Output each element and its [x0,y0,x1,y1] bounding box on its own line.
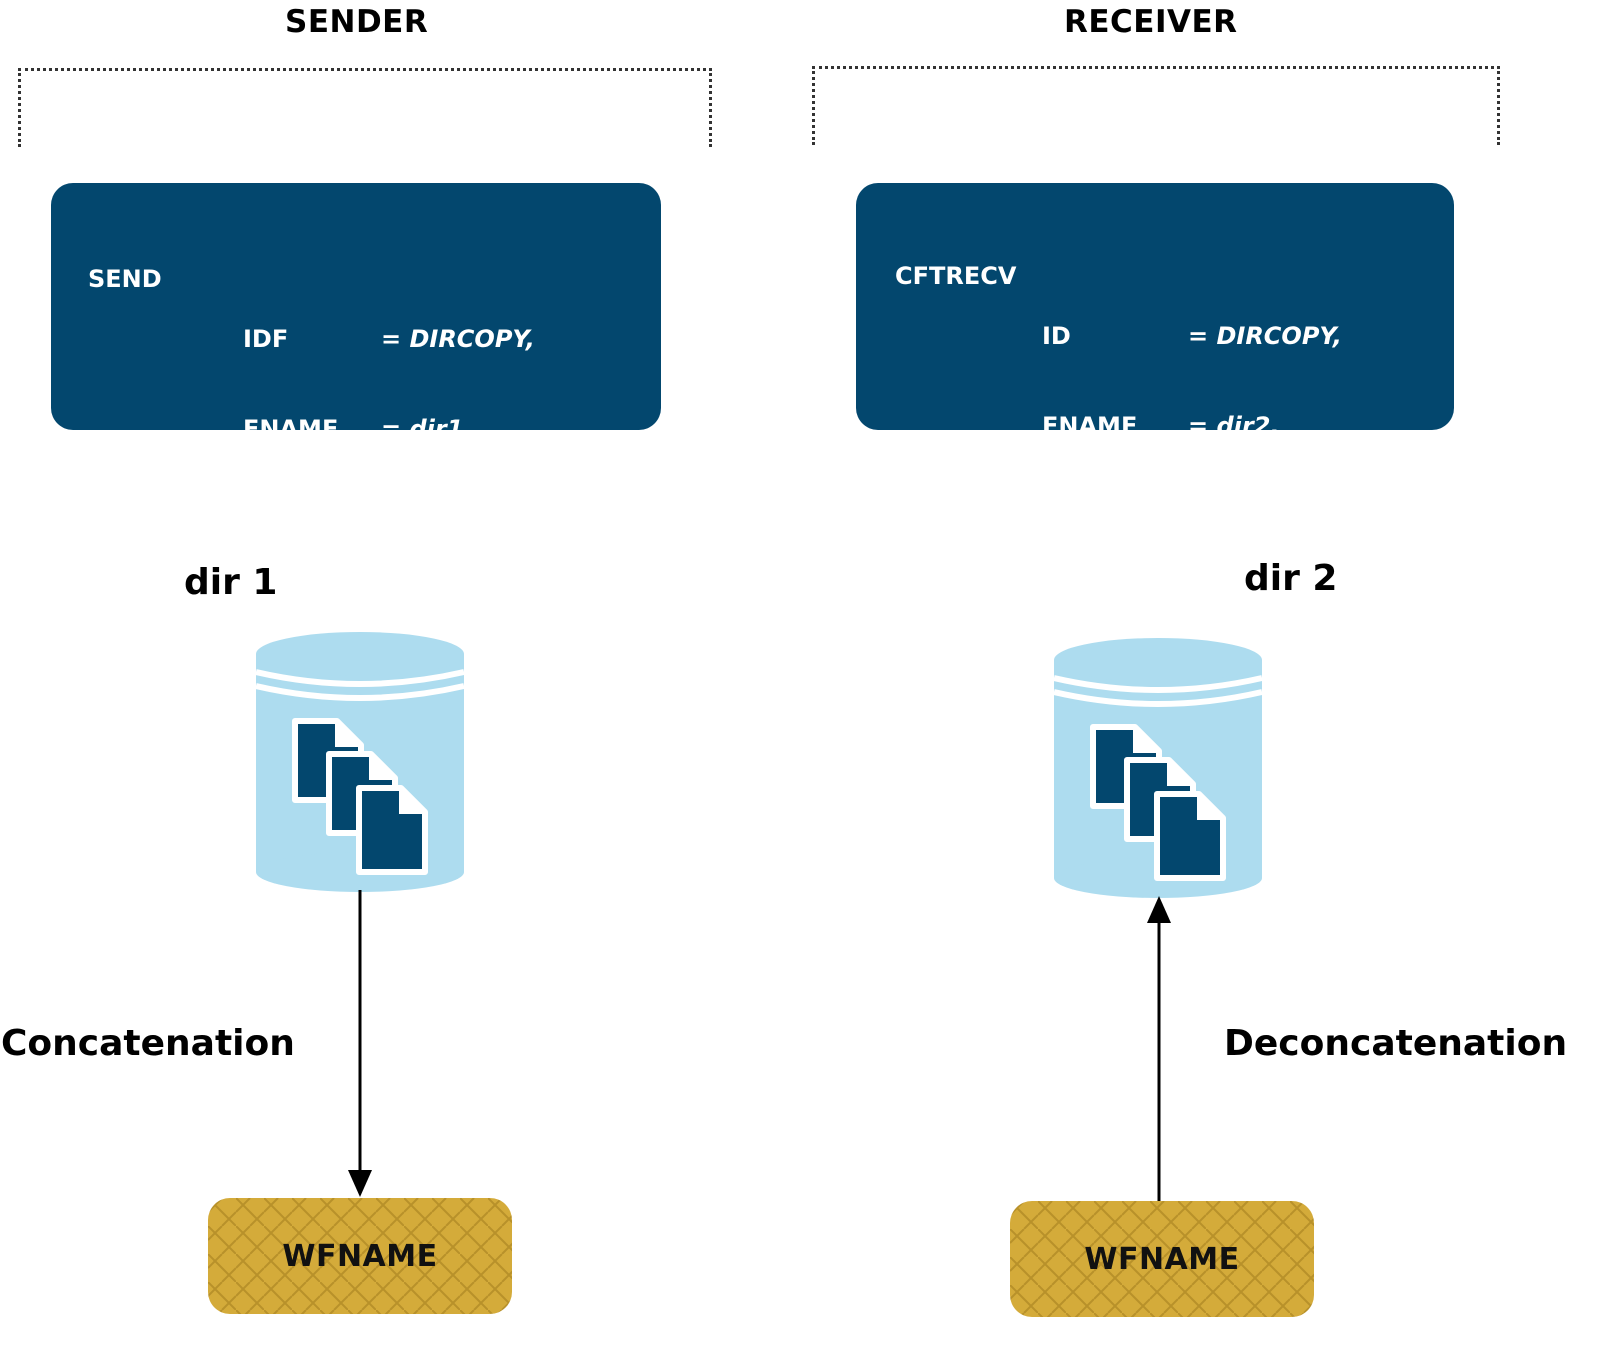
sender-heading: SENDER [285,4,429,40]
receiver-value: = dir2, [1188,412,1280,440]
woven-pattern [1010,1201,1314,1317]
sender-bracket [18,68,712,147]
sender-param: FNAME [243,415,339,443]
sender-value: = DIRCOPY, [381,325,535,353]
receiver-command-verb: CFTRECV [895,262,1017,290]
receiver-param: ID [1042,322,1071,350]
database-icon [256,632,465,892]
database-icon [1054,638,1263,898]
sender-command-values: = DIRCOPY, = dir1, = temp-filename [381,264,607,594]
sender-command-params: IDF FNAME WFNAME [243,264,365,594]
receiver-bracket [812,66,1500,145]
sender-value: = dir1, [381,415,473,443]
receiver-command-box: CFTRECV ID FNAME WFNAME = DIRCOPY, = dir… [856,183,1454,530]
receiver-heading: RECEIVER [1064,4,1238,40]
sender-wfname-label: WFNAME [282,1238,438,1274]
receiver-value: = temp-filename [1188,502,1415,530]
sender-param: WFNAME [243,505,365,533]
sender-command-verb: SEND [88,265,162,293]
sender-command-box: SEND IDF FNAME WFNAME = DIRCOPY, = dir1,… [51,183,661,533]
woven-pattern [208,1198,512,1314]
documents-icon [292,718,428,875]
concatenation-label: Concatenation [1,1023,295,1064]
receiver-wfname-label: WFNAME [1084,1241,1240,1277]
sender-value: = temp-filename [381,505,608,533]
sender-param: IDF [243,325,289,353]
receiver-command-params: ID FNAME WFNAME [1042,261,1164,591]
sender-dir-label: dir 1 [184,562,278,603]
receiver-dir-label: dir 2 [1244,558,1338,599]
documents-icon [1090,724,1226,881]
receiver-param: WFNAME [1042,502,1164,530]
deconcatenation-arrow [1147,896,1171,1202]
sender-wfname-box: WFNAME [208,1198,512,1314]
receiver-param: FNAME [1042,412,1138,440]
receiver-value: = DIRCOPY, [1188,322,1342,350]
receiver-command-values: = DIRCOPY, = dir2, = temp-filename [1188,261,1414,591]
concatenation-arrow [348,890,372,1197]
deconcatenation-label: Deconcatenation [1224,1023,1568,1064]
receiver-wfname-box: WFNAME [1010,1201,1314,1317]
